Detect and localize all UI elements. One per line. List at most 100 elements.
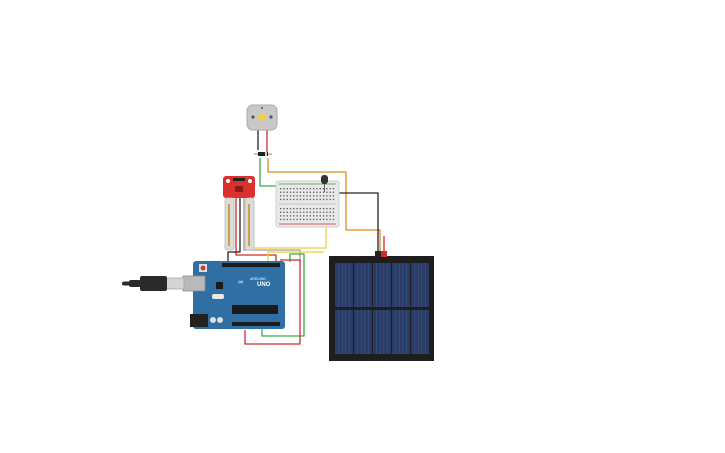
breadboard-hole[interactable] — [322, 198, 325, 201]
breadboard-hole[interactable] — [309, 211, 311, 213]
breadboard-hole[interactable] — [303, 208, 305, 210]
breadboard-hole[interactable] — [332, 198, 335, 201]
breadboard-hole[interactable] — [286, 188, 288, 190]
breadboard-hole[interactable] — [329, 195, 331, 197]
breadboard-hole[interactable] — [316, 198, 318, 201]
breadboard-hole[interactable] — [280, 195, 282, 197]
breadboard-hole[interactable] — [283, 195, 285, 197]
wire-sensor-black[interactable] — [227, 196, 241, 262]
breadboard-hole[interactable] — [299, 215, 302, 217]
breadboard-hole[interactable] — [313, 195, 315, 197]
breadboard-hole[interactable] — [316, 211, 318, 213]
breadboard-hole[interactable] — [326, 215, 328, 217]
breadboard-hole[interactable] — [332, 188, 335, 190]
breadboard-hole[interactable] — [289, 198, 292, 201]
breadboard-hole[interactable] — [332, 218, 335, 221]
breadboard-hole[interactable] — [316, 215, 318, 217]
breadboard-hole[interactable] — [329, 188, 331, 190]
breadboard-hole[interactable] — [289, 191, 292, 193]
breadboard-hole[interactable] — [329, 208, 331, 210]
breadboard-hole[interactable] — [286, 208, 288, 210]
breadboard-hole[interactable] — [286, 211, 288, 213]
breadboard-hole[interactable] — [306, 191, 308, 193]
breadboard-hole[interactable] — [299, 218, 302, 221]
breadboard-hole[interactable] — [280, 208, 282, 210]
breadboard-hole[interactable] — [293, 198, 295, 201]
breadboard-hole[interactable] — [329, 198, 331, 201]
breadboard-hole[interactable] — [319, 215, 321, 217]
breadboard-hole[interactable] — [293, 211, 295, 213]
breadboard-hole[interactable] — [289, 208, 292, 210]
wire-orange-diode-solar[interactable] — [267, 158, 381, 252]
breadboard-hole[interactable] — [286, 191, 288, 193]
breadboard-hole[interactable] — [316, 208, 318, 210]
breadboard-hole[interactable] — [303, 218, 305, 221]
breadboard-hole[interactable] — [309, 188, 311, 190]
breadboard-hole[interactable] — [319, 195, 321, 197]
breadboard-hole[interactable] — [283, 208, 285, 210]
breadboard-hole[interactable] — [316, 188, 318, 190]
breadboard-hole[interactable] — [289, 218, 292, 221]
breadboard-hole[interactable] — [293, 208, 295, 210]
breadboard-hole[interactable] — [326, 211, 328, 213]
breadboard-hole[interactable] — [280, 188, 282, 190]
breadboard-hole[interactable] — [299, 211, 302, 213]
breadboard-hole[interactable] — [329, 191, 331, 193]
breadboard-hole[interactable] — [299, 191, 302, 193]
breadboard-hole[interactable] — [326, 188, 328, 190]
breadboard-hole[interactable] — [313, 198, 315, 201]
breadboard-hole[interactable] — [303, 198, 305, 201]
breadboard-hole[interactable] — [299, 198, 302, 201]
breadboard-hole[interactable] — [319, 188, 321, 190]
breadboard-hole[interactable] — [326, 218, 328, 221]
breadboard-hole[interactable] — [329, 218, 331, 221]
breadboard-hole[interactable] — [326, 208, 328, 210]
breadboard-hole[interactable] — [309, 215, 311, 217]
breadboard-hole[interactable] — [332, 215, 335, 217]
breadboard-hole[interactable] — [293, 218, 295, 221]
soil-moisture-sensor[interactable] — [223, 176, 255, 251]
breadboard-hole[interactable] — [289, 215, 292, 217]
breadboard-hole[interactable] — [309, 198, 311, 201]
arduino-uno[interactable]: ∞ ARDUINO UNO — [182, 261, 285, 329]
breadboard-hole[interactable] — [309, 218, 311, 221]
breadboard-hole[interactable] — [329, 211, 331, 213]
usb-cable[interactable] — [122, 276, 185, 291]
breadboard-hole[interactable] — [322, 188, 325, 190]
breadboard-hole[interactable] — [332, 191, 335, 193]
breadboard-hole[interactable] — [296, 218, 298, 221]
breadboard-hole[interactable] — [322, 211, 325, 213]
diode[interactable] — [254, 152, 272, 156]
breadboard-hole[interactable] — [296, 188, 298, 190]
breadboard-hole[interactable] — [306, 188, 308, 190]
breadboard-hole[interactable] — [280, 198, 282, 201]
breadboard-hole[interactable] — [309, 191, 311, 193]
wire-yellow-header[interactable] — [267, 251, 324, 262]
breadboard-hole[interactable] — [286, 198, 288, 201]
breadboard-hole[interactable] — [283, 191, 285, 193]
breadboard-hole[interactable] — [296, 208, 298, 210]
breadboard-hole[interactable] — [332, 195, 335, 197]
breadboard-hole[interactable] — [319, 211, 321, 213]
breadboard-hole[interactable] — [313, 191, 315, 193]
breadboard-hole[interactable] — [289, 195, 292, 197]
breadboard[interactable] — [275, 180, 340, 228]
breadboard-hole[interactable] — [303, 191, 305, 193]
breadboard-hole[interactable] — [299, 195, 302, 197]
breadboard-hole[interactable] — [326, 198, 328, 201]
breadboard-hole[interactable] — [296, 198, 298, 201]
breadboard-hole[interactable] — [283, 198, 285, 201]
breadboard-hole[interactable] — [306, 215, 308, 217]
breadboard-hole[interactable] — [309, 195, 311, 197]
breadboard-hole[interactable] — [283, 211, 285, 213]
breadboard-hole[interactable] — [326, 195, 328, 197]
breadboard-hole[interactable] — [306, 218, 308, 221]
breadboard-hole[interactable] — [306, 195, 308, 197]
breadboard-hole[interactable] — [296, 195, 298, 197]
wire-green-arduino-right[interactable] — [261, 253, 305, 337]
breadboard-hole[interactable] — [293, 191, 295, 193]
breadboard-hole[interactable] — [286, 195, 288, 197]
dc-motor[interactable] — [246, 104, 278, 131]
breadboard-hole[interactable] — [313, 218, 315, 221]
breadboard-hole[interactable] — [313, 211, 315, 213]
